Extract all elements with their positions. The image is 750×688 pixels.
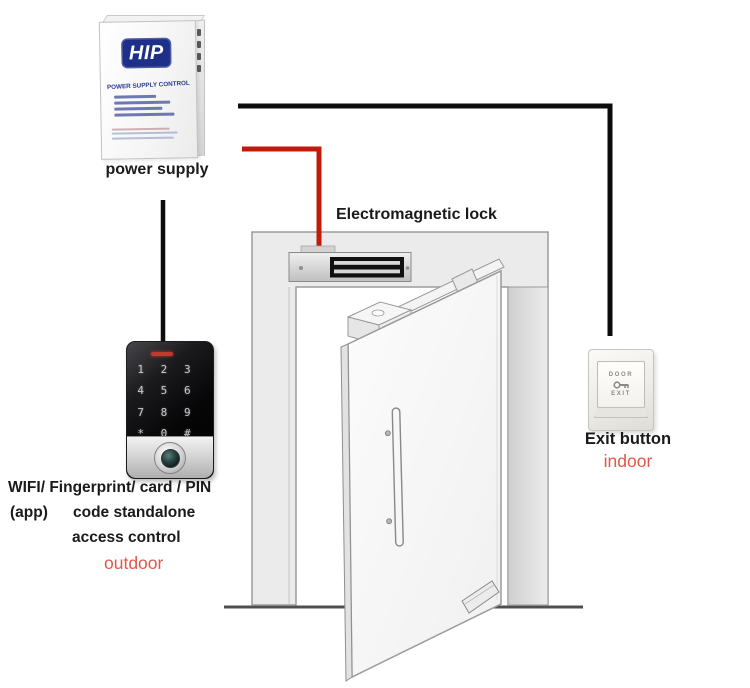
access-control-caption-line3: access control xyxy=(72,529,181,546)
vent-slot xyxy=(197,41,201,48)
notice-line xyxy=(111,136,174,140)
keypad-key: 3 xyxy=(184,363,191,377)
keypad-key: 9 xyxy=(184,405,191,419)
indoor-location-label: indoor xyxy=(603,451,653,471)
lock-mounting-tab xyxy=(300,245,336,254)
power-supply-label: power supply xyxy=(105,161,209,178)
glass-door-front-edge xyxy=(340,343,353,682)
keypad-key: 1 xyxy=(137,363,144,377)
keypad-key: 0 xyxy=(160,426,168,440)
keypad-access-control-device: 1 2 3 4 5 6 7 8 9 * 0 # xyxy=(126,341,214,479)
door-floor-bracket xyxy=(461,580,500,614)
lock-screw-right xyxy=(405,266,410,270)
lock-magnet-dark-panel xyxy=(330,257,404,278)
key-icon xyxy=(612,380,629,389)
black-wire-power-to-exit-button xyxy=(238,103,613,336)
fingerprint-sensor-window xyxy=(160,448,180,468)
hip-brand-logo: HIP xyxy=(121,37,172,69)
spec-line xyxy=(114,94,157,99)
fingerprint-sensor xyxy=(154,442,186,474)
notice-line xyxy=(111,131,178,135)
keypad-key: 2 xyxy=(160,363,168,377)
outdoor-location-label: outdoor xyxy=(104,553,164,573)
keypad-key: # xyxy=(184,426,191,440)
keypad-keys: 1 2 3 4 5 6 7 8 9 * 0 # xyxy=(129,359,199,444)
electromagnetic-lock-label: Electromagnetic lock xyxy=(336,206,497,223)
keypad-key: 5 xyxy=(160,384,168,398)
power-supply-front-face: HIP POWER SUPPLY CONTROL xyxy=(98,20,199,160)
status-led-indicator xyxy=(151,352,173,356)
spec-line xyxy=(114,100,171,105)
power-supply-device: HIP POWER SUPPLY CONTROL xyxy=(96,12,212,162)
access-control-caption-line2: code standalone xyxy=(73,504,196,521)
power-supply-spec-lines xyxy=(114,94,175,120)
red-wire-power-to-lock xyxy=(242,146,322,252)
exit-button-device: DOOR EXIT xyxy=(588,349,654,431)
power-supply-panel-title: POWER SUPPLY CONTROL xyxy=(106,79,191,92)
vent-slot xyxy=(197,65,201,72)
exit-button-bevel xyxy=(594,407,648,418)
door-pull-handle xyxy=(384,407,404,547)
keypad-key: 8 xyxy=(160,405,168,419)
access-control-caption-line1: WIFI/ Fingerprint/ card / PIN xyxy=(8,479,212,496)
notice-line xyxy=(111,127,170,131)
power-supply-notice-lines xyxy=(111,127,178,141)
keypad-key: 4 xyxy=(137,384,144,398)
keypad-chrome-base xyxy=(127,436,213,478)
exit-button-exit-text: EXIT xyxy=(611,391,631,397)
lock-screw-left xyxy=(299,266,303,270)
vent-slot xyxy=(197,53,201,60)
spec-line xyxy=(114,112,175,117)
keypad-key: * xyxy=(137,426,144,440)
exit-button-label: Exit button xyxy=(584,430,672,448)
exit-button-face: DOOR EXIT xyxy=(597,361,645,408)
exit-button-door-text: DOOR xyxy=(608,372,634,378)
vent-slot xyxy=(197,29,201,36)
power-supply-vents xyxy=(197,29,201,72)
keypad-key: 7 xyxy=(137,405,144,419)
spec-line xyxy=(114,106,163,111)
door-frame-right-post-shading xyxy=(507,286,549,606)
access-control-caption-app: (app) xyxy=(10,504,48,521)
electromagnetic-lock-device xyxy=(288,252,412,282)
keypad-key: 6 xyxy=(184,384,191,398)
